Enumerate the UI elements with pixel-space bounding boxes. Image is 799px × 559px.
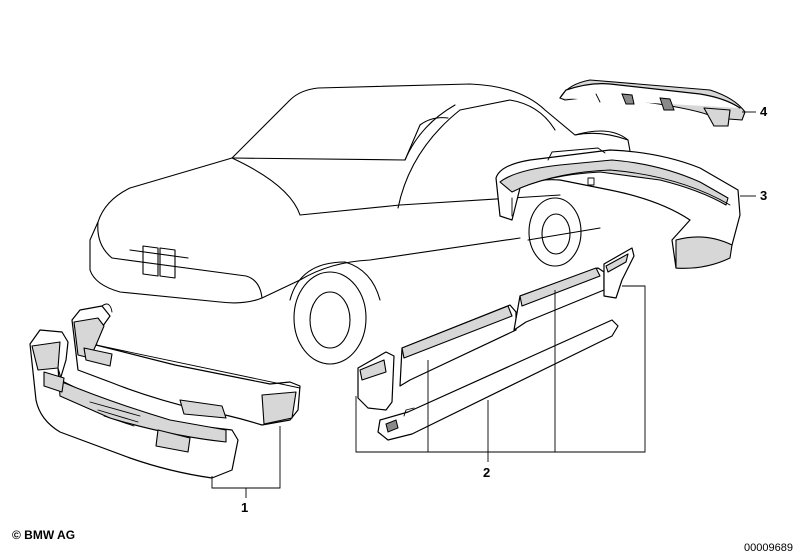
callout-3: 3 xyxy=(760,188,768,203)
front-bumper-lower xyxy=(29,329,239,479)
side-skirt-kit xyxy=(357,247,635,441)
rear-bumper xyxy=(495,147,741,269)
callout-4: 4 xyxy=(760,104,768,119)
callout-2: 2 xyxy=(483,465,491,480)
car-outline xyxy=(89,83,633,365)
callout-1: 1 xyxy=(241,500,249,515)
leader-lines xyxy=(211,111,756,498)
front-bumper-upper xyxy=(71,303,301,426)
rear-spoiler xyxy=(559,79,746,127)
image-code: 00009689 xyxy=(744,542,793,554)
copyright-text: © BMW AG xyxy=(12,528,76,542)
